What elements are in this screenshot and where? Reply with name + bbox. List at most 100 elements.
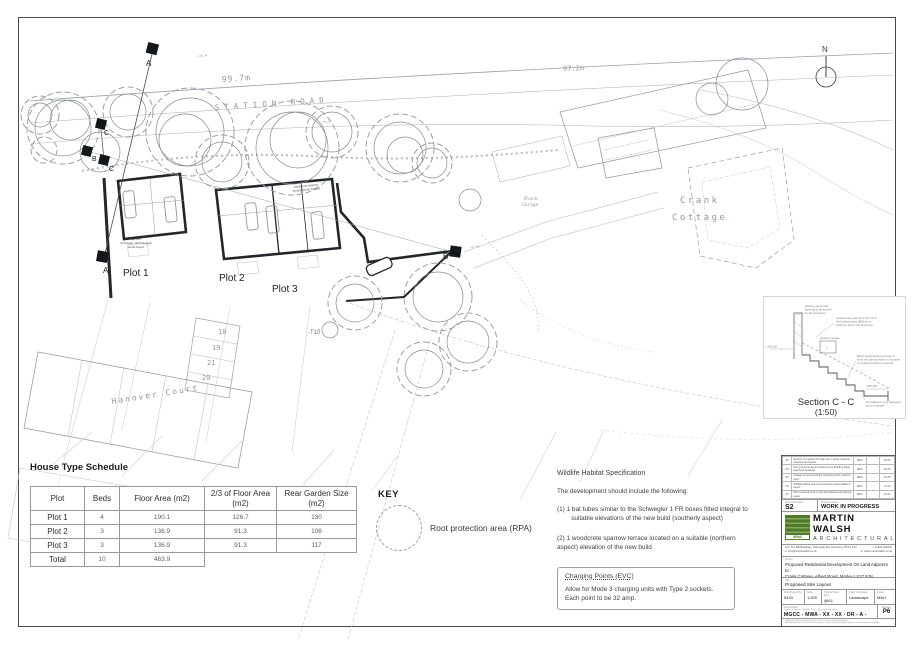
section-ann-1: Existing stone wall <box>805 304 828 308</box>
plan-linework <box>7 41 894 641</box>
wildlife-intro: The development should include the follo… <box>557 488 689 495</box>
section-marker-c-mid: C <box>109 166 114 173</box>
contact-row: 14A The Mill Buildings, 100 Leeds Rd, De… <box>782 545 895 557</box>
drawing-title-label: Title <box>785 579 790 583</box>
road-level-label: 99.7m <box>222 73 252 84</box>
col-two-thirds: 2/3 of Floor Area (m2) <box>204 485 277 512</box>
rev-checked <box>865 464 881 474</box>
key-title: KEY <box>378 489 400 500</box>
wildlife-heading: Wildlife Habitat Specification <box>557 470 646 477</box>
file-identifier-row: File Identifier Project - Originator - V… <box>782 605 895 619</box>
info-drawn-label: Drawn <box>877 591 884 595</box>
crank-cottage-label: Crank <box>680 196 720 206</box>
rev-desc: Garage removed and EV charging points no… <box>791 472 854 483</box>
rev-code: P5 <box>782 464 793 474</box>
contact-phone: t: 01924 464263 <box>872 545 892 549</box>
rev-header-date: Date <box>879 498 895 500</box>
rev-checked <box>865 456 881 466</box>
plot-1-label: Plot 1 <box>123 268 149 279</box>
rev-drawn: MWJ <box>853 472 867 483</box>
spot-level-3: +97.66 <box>470 244 480 249</box>
copyright-note: Copyright of Martin Walsh Architectural.… <box>785 619 879 625</box>
rev-header-rev: Rev. <box>782 498 793 500</box>
house-number-20: 20 <box>202 374 210 382</box>
rev-code: P2 <box>782 489 793 500</box>
north-label: N <box>822 45 828 54</box>
mwa-logo-text: MWA <box>785 534 810 541</box>
rev-desc: Minor amendments to plot boundaries and … <box>791 489 854 500</box>
brand-subname: ARCHITECTURAL <box>813 535 895 542</box>
house-number-19: 19 <box>212 344 220 352</box>
rev-drawn: MWJ <box>853 481 867 491</box>
table-row-total: Total 10 463.9 <box>30 552 357 568</box>
info-orientation-label: Paper Orientation <box>849 591 868 595</box>
station-road-label: STATION ROAD <box>215 95 330 112</box>
cell-floor: 136.9 <box>119 538 205 554</box>
schedule-header-row: Plot Beds Floor Area (m2) 2/3 of Floor A… <box>30 485 357 512</box>
section-marker-a-left: A <box>103 266 109 275</box>
drawing-number: MGCC - MWA - XX - XX - DR - A - 0050 <box>784 611 867 618</box>
section-ann-2c: 1000mm above the drive line) <box>836 323 873 327</box>
revision-table: P6 Section C-C added through site to sho… <box>782 456 895 501</box>
cell-two-thirds: 91.3 <box>204 524 277 540</box>
bat-box-note: Bat Box <box>131 237 141 241</box>
info-project-no-label: MWA Project No <box>784 591 802 595</box>
rev-code: P6 <box>782 456 793 466</box>
title-block: P6 Section C-C added through site to sho… <box>781 455 896 627</box>
bat-box-note-2: Schwegler 1FR (integral) <box>121 241 152 245</box>
rev-checked <box>865 472 881 483</box>
section-ann-2: Levelled site ground to form ffl of <box>836 316 877 320</box>
section-ann-2b: the building plots (800mm to <box>836 320 872 324</box>
section-level-left: +106.00 <box>766 345 777 349</box>
status-purpose: WORK IN PROGRESS <box>821 504 880 511</box>
info-paper-label: Original Paper Size <box>824 591 840 598</box>
rev-date: 04.25 <box>879 464 895 474</box>
block-garage-label-2: Garage <box>522 202 539 208</box>
info-row: MWA Project No 5434 Scale 1:200 Original… <box>782 590 895 605</box>
info-paper: @A1 <box>824 598 833 604</box>
status-label: Document Status <box>785 501 804 505</box>
project-label: Project <box>785 557 793 561</box>
rev-drawn: MWJ <box>853 456 867 466</box>
charging-heading: Charging Points (EVC) <box>565 573 634 580</box>
cell-beds: 3 <box>84 524 120 540</box>
rev-date: 12.24 <box>879 481 895 491</box>
section-ann-4b: kerb with paving slabs on imported <box>857 358 901 362</box>
cell-garden-empty <box>277 553 357 567</box>
info-project-no: 5434 <box>784 595 793 601</box>
cell-two-thirds-empty <box>205 553 277 567</box>
house-number-18: 18 <box>218 328 226 336</box>
rev-date: 10.24 <box>879 489 895 500</box>
info-orientation: Landscape <box>849 595 869 601</box>
plot-3-label: Plot 3 <box>272 284 298 295</box>
info-drawn: MWJ <box>877 595 887 601</box>
cell-two-thirds: 126.7 <box>204 510 277 526</box>
section-cc-panel: Existing stone wall opening to be formed… <box>763 296 906 419</box>
revision-label: Revision <box>881 606 892 609</box>
rev-drawn: MWJ <box>853 489 867 500</box>
section-marker-c-top: C <box>104 130 109 137</box>
cell-beds: 3 <box>84 538 120 554</box>
col-plot: Plot <box>30 485 85 512</box>
plot-2-label: Plot 2 <box>219 273 245 284</box>
spot-level-2: +98.87 <box>322 119 332 124</box>
contact-address: 14A The Mill Buildings, 100 Leeds Rd, De… <box>785 545 857 549</box>
section-ann-1b: opening to be formed <box>805 308 832 312</box>
revision-value: P6 <box>882 609 891 615</box>
cell-two-thirds: 91.3 <box>204 538 277 554</box>
house-type-schedule-table: Plot Beds Floor Area (m2) 2/3 of Floor A… <box>30 485 357 568</box>
charging-body: Allow for Mode 3 charging units with Typ… <box>565 586 714 602</box>
block-garage-label: Block <box>524 196 538 202</box>
revision-row: P4 Garage removed and EV charging points… <box>782 472 895 483</box>
rev-date: 02.25 <box>879 472 895 483</box>
cell-beds: 10 <box>84 552 120 568</box>
rev-code: P3 <box>782 481 793 491</box>
contact-web: w: www.martinwalsh.co.uk <box>860 549 892 553</box>
rev-code: P4 <box>782 472 793 483</box>
cell-garden: 130 <box>276 510 357 526</box>
status-code: S2 <box>785 504 794 512</box>
cell-beds: 4 <box>84 510 120 526</box>
sparrow-note: Woodcrete sparrow <box>294 182 319 189</box>
table-row: Plot 1 4 190.1 126.7 130 <box>30 510 357 526</box>
